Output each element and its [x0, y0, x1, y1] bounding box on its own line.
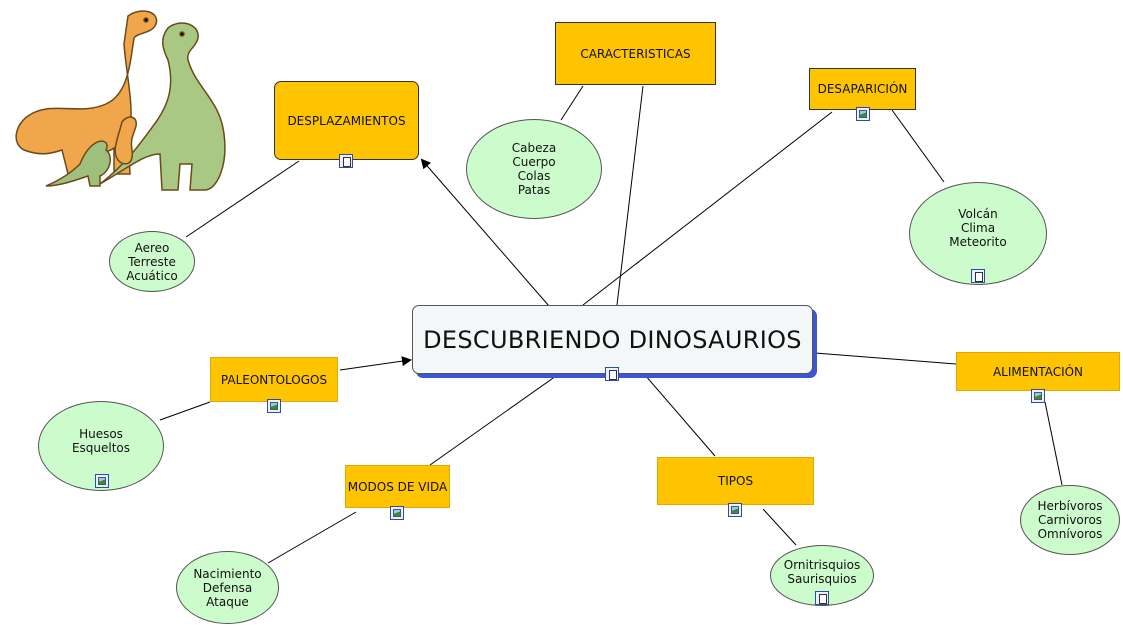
detail-desplazamientos[interactable]: Aereo Terreste Acuático	[109, 231, 195, 292]
link-tipos-detail	[762, 508, 797, 546]
image-resource-icon[interactable]	[728, 503, 742, 517]
concept-desaparicion-label: DESAPARICIÓN	[817, 82, 908, 96]
main-concept[interactable]: DESCUBRIENDO DINOSAURIOS	[412, 305, 813, 374]
detail-item: Cuerpo	[512, 155, 556, 169]
image-resource-icon[interactable]	[267, 399, 281, 413]
detail-item: Ataque	[206, 594, 249, 609]
link-desaparicion-detail	[891, 109, 945, 183]
detail-item: Clima	[960, 220, 996, 235]
concept-desplazamientos[interactable]: DESPLAZAMIENTOS	[274, 81, 419, 160]
link-main-alimentacion	[814, 352, 957, 365]
detail-item: Herbívoros	[1037, 499, 1103, 513]
concept-paleontologos-label: PALEONTOLOGOS	[220, 372, 328, 387]
document-resource-icon[interactable]	[339, 154, 353, 168]
concept-tipos-label: TIPOS	[717, 474, 754, 488]
link-modos-detail	[267, 511, 357, 564]
detail-item: Ornitrisquios	[783, 557, 861, 572]
concept-alimentacion-label: ALIMENTACIÓN	[992, 364, 1084, 379]
main-concept-title: DESCUBRIENDO DINOSAURIOS	[423, 325, 802, 354]
detail-item: Saurisquios	[787, 571, 857, 586]
detail-alimentacion[interactable]: Herbívoros Carnivoros Omnívoros	[1020, 485, 1120, 555]
image-resource-icon[interactable]	[95, 474, 109, 488]
link-desaparicion-main	[582, 111, 833, 306]
concept-tipos[interactable]: TIPOS	[657, 457, 814, 505]
detail-item: Aereo	[134, 240, 170, 255]
document-resource-icon[interactable]	[605, 367, 619, 381]
concept-desaparicion[interactable]: DESAPARICIÓN	[809, 68, 916, 110]
detail-modos-de-vida[interactable]: Nacimiento Defensa Ataque	[176, 551, 279, 624]
detail-item: Carnivoros	[1037, 513, 1103, 527]
concept-desplazamientos-label: DESPLAZAMIENTOS	[287, 113, 406, 128]
detail-item: Meteorito	[949, 234, 1007, 249]
dinosaur-family-illustration	[15, 10, 226, 191]
detail-item: Colas	[517, 169, 551, 183]
link-main-desplazamientos	[420, 158, 550, 307]
detail-item: Defensa	[202, 580, 253, 595]
link-main-tipos	[644, 374, 716, 457]
detail-item: Cabeza	[511, 141, 557, 155]
link-desplazamientos-detail	[185, 160, 300, 238]
detail-item: Huesos	[79, 427, 123, 441]
image-resource-icon[interactable]	[390, 506, 404, 520]
detail-item: Volcán	[958, 206, 998, 221]
link-caracteristicas-main	[616, 85, 644, 306]
detail-item: Terreste	[128, 254, 176, 269]
link-paleontologos-detail	[159, 401, 211, 421]
link-main-modos	[429, 375, 557, 466]
detail-desaparicion[interactable]: Volcán Clima Meteorito	[909, 182, 1047, 285]
detail-item: Acuático	[126, 268, 178, 283]
detail-caracteristicas[interactable]: Cabeza Cuerpo Colas Patas	[466, 119, 602, 219]
link-paleontologos-main	[339, 356, 412, 371]
concept-modos-de-vida[interactable]: MODOS DE VIDA	[345, 465, 450, 508]
detail-item: Nacimiento	[193, 566, 262, 581]
concept-modos-de-vida-label: MODOS DE VIDA	[347, 479, 448, 494]
concept-caracteristicas-label: CARACTERISTICAS	[580, 46, 691, 61]
detail-item: Patas	[517, 183, 551, 197]
concept-caracteristicas[interactable]: CARACTERISTICAS	[555, 22, 716, 85]
concept-paleontologos[interactable]: PALEONTOLOGOS	[210, 357, 338, 402]
image-resource-icon[interactable]	[1031, 389, 1045, 403]
link-caracteristicas-detail	[560, 85, 584, 121]
document-resource-icon[interactable]	[971, 269, 985, 283]
image-resource-icon[interactable]	[856, 107, 870, 121]
detail-item: Esqueltos	[71, 441, 131, 455]
detail-item: Omnívoros	[1037, 527, 1103, 541]
document-resource-icon[interactable]	[815, 591, 829, 605]
concept-alimentacion[interactable]: ALIMENTACIÓN	[956, 352, 1120, 391]
link-alimentacion-detail	[1044, 401, 1063, 486]
